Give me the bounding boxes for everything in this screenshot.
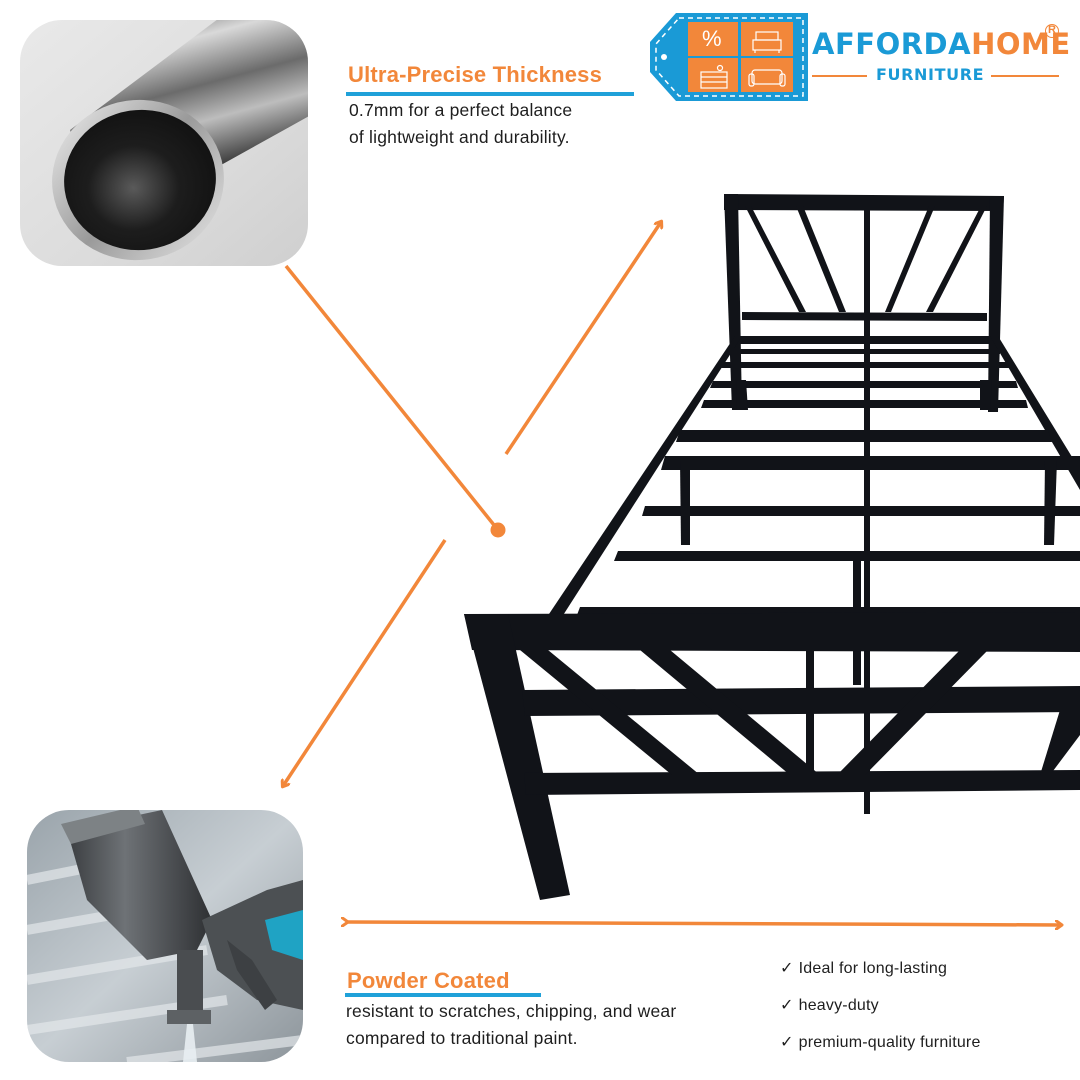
arrow-to-spray [283,539,447,786]
powder-coated-description-line2: compared to traditional paint. [346,1028,578,1048]
powder-coated-heading-underline [345,993,541,997]
checklist-item: ✓premium-quality furniture [780,1034,981,1051]
registered-mark-icon: R [1045,24,1059,38]
steel-tube-photo [20,20,308,266]
brand-name: AFFORDAHOME [812,30,1071,59]
check-icon: ✓ [780,960,794,977]
thickness-description-line2: of lightweight and durability. [349,127,570,147]
pointer-dot [490,522,506,538]
brand-subtitle: FURNITURE [876,65,985,84]
brand-name-part1: AFFORDA [812,27,972,61]
thickness-heading: Ultra-Precise Thickness [348,62,603,87]
brand-logo: % AFFORDAHOME R FURNITURE [646,10,1070,105]
pointer-line [284,264,500,532]
brand-rule-left [812,75,867,77]
powder-coated-description-line1: resistant to scratches, chipping, and we… [346,1001,677,1021]
thickness-description-line1: 0.7mm for a perfect balance [349,100,573,120]
brand-rule-right [991,75,1059,77]
thickness-heading-underline [346,92,634,96]
sofa-icon [748,69,786,87]
powder-coated-heading: Powder Coated [347,968,510,993]
dresser-icon [700,64,728,89]
benefits-checklist: ✓Ideal for long-lasting ✓heavy-duty ✓pre… [780,955,981,1066]
check-icon: ✓ [780,1034,794,1051]
bed-icon [752,31,782,53]
thickness-description: 0.7mm for a perfect balance of lightweig… [349,97,572,151]
checklist-item: ✓Ideal for long-lasting [780,960,948,977]
spray-gun-photo [27,810,303,1062]
price-tag-icon [650,13,808,101]
powder-coated-description: resistant to scratches, chipping, and we… [346,998,676,1052]
checklist-item: ✓heavy-duty [780,997,879,1014]
width-arrow [347,922,1061,925]
arrow-to-bed [504,222,661,455]
percent-icon: % [702,26,722,51]
check-icon: ✓ [780,997,794,1014]
